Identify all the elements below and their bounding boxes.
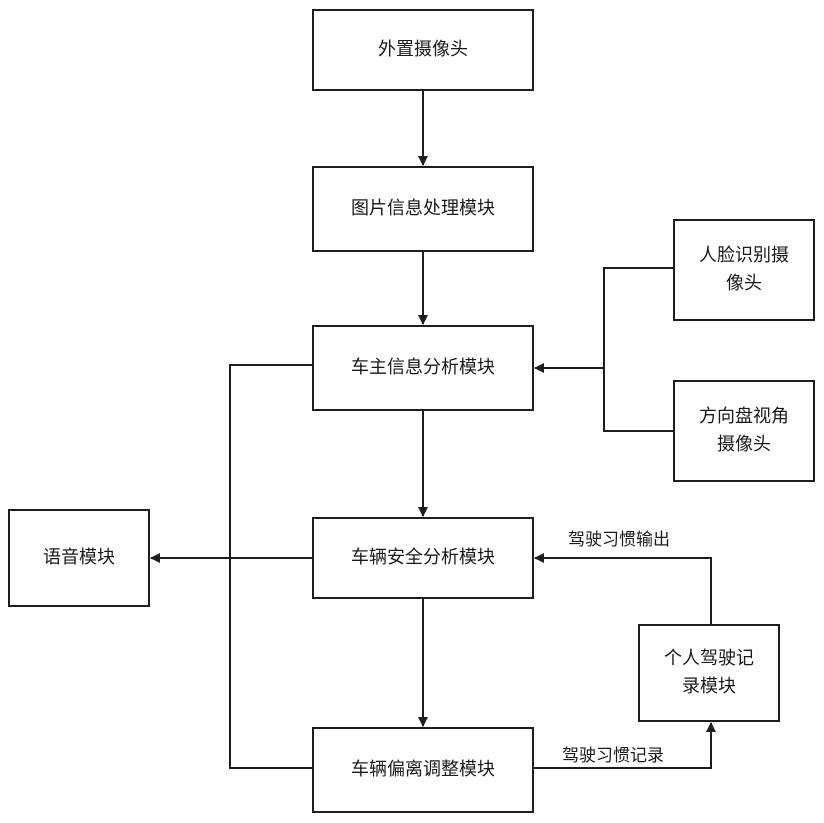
edge-owner-deviation-loop [230, 365, 312, 768]
edge-record-to-safety [535, 558, 711, 624]
driving-record-label-line1: 个人驾驶记 [664, 645, 754, 673]
owner-analysis-label: 车主信息分析模块 [351, 354, 495, 382]
image-processing-label: 图片信息处理模块 [351, 195, 495, 223]
voice-module-node: 语音模块 [8, 509, 150, 607]
driving-record-label-line2: 录模块 [664, 673, 754, 701]
habit-record-edge-label: 驾驶习惯记录 [562, 741, 664, 766]
driving-record-node: 个人驾驶记 录模块 [638, 624, 780, 722]
vehicle-safety-label: 车辆安全分析模块 [351, 544, 495, 572]
external-camera-node: 外置摄像头 [312, 9, 534, 91]
face-camera-label-line1: 人脸识别摄 [699, 242, 789, 270]
vehicle-safety-node: 车辆安全分析模块 [312, 517, 534, 599]
external-camera-label: 外置摄像头 [378, 36, 468, 64]
face-camera-node: 人脸识别摄 像头 [673, 219, 815, 321]
image-processing-node: 图片信息处理模块 [312, 166, 534, 252]
voice-module-label: 语音模块 [43, 544, 115, 572]
wheel-camera-node: 方向盘视角 摄像头 [673, 380, 815, 482]
face-camera-label-line2: 像头 [699, 270, 789, 298]
edge-face-camera-branch [604, 268, 673, 431]
wheel-camera-label-line1: 方向盘视角 [699, 403, 789, 431]
wheel-camera-label-line2: 摄像头 [699, 431, 789, 459]
habit-output-edge-label: 驾驶习惯输出 [568, 525, 670, 550]
owner-analysis-node: 车主信息分析模块 [312, 325, 534, 411]
deviation-adjust-label: 车辆偏离调整模块 [351, 756, 495, 784]
deviation-adjust-node: 车辆偏离调整模块 [312, 727, 534, 813]
